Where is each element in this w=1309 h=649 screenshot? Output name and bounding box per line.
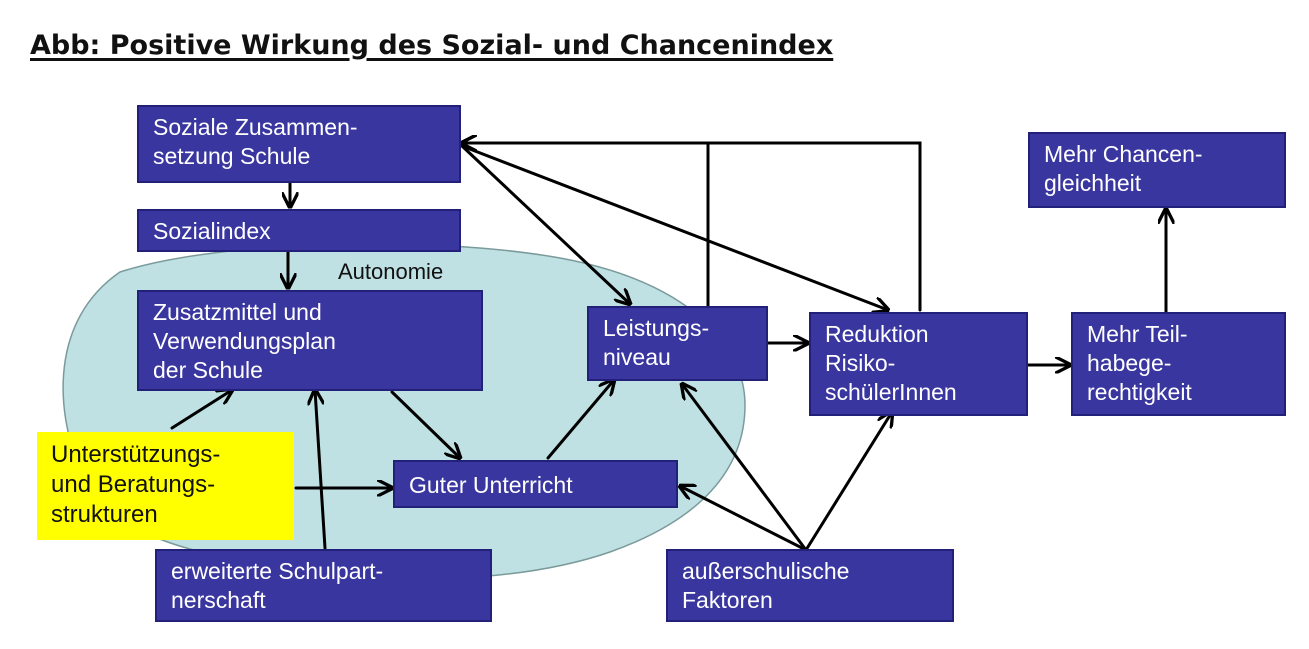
arrow-unterstuetzung-to-zusatzmittel xyxy=(170,390,232,430)
box-teilhabe: Mehr Teil- habege- rechtigkeit xyxy=(1071,312,1286,416)
box-guter-unterricht: Guter Unterricht xyxy=(393,460,678,508)
arrow-zusammensetzung-to-reduktion xyxy=(460,144,888,310)
arrow-ausserschulisch-to-unterricht xyxy=(680,486,808,552)
arrow-zusatzmittel-to-unterricht xyxy=(390,390,460,458)
box-sozialindex: Sozialindex xyxy=(137,209,461,252)
box-chancengleichheit: Mehr Chancen- gleichheit xyxy=(1028,132,1286,208)
box-schulpartnerschaft: erweiterte Schulpart- nerschaft xyxy=(155,549,492,622)
box-zusatzmittel: Zusatzmittel und Verwendungsplan der Sch… xyxy=(137,290,483,391)
diagram-title: Abb: Positive Wirkung des Sozial- und Ch… xyxy=(30,30,834,61)
arrow-unterricht-to-leistungsniveau xyxy=(546,380,614,460)
box-leistungsniveau: Leistungs- niveau xyxy=(587,306,768,381)
arrow-zusammensetzung-to-leistungsniveau xyxy=(460,144,630,304)
box-soziale-zusammensetzung: Soziale Zusammen- setzung Schule xyxy=(137,105,461,183)
arrow-reduktion-to-zusammensetzung xyxy=(462,143,922,312)
arrow-ausserschulisch-to-reduktion xyxy=(804,412,892,552)
box-ausserschulisch: außerschulische Faktoren xyxy=(666,549,954,622)
box-reduktion: Reduktion Risiko- schülerInnen xyxy=(809,312,1028,416)
autonomie-label: Autonomie xyxy=(338,259,444,284)
arrow-ausserschulisch-to-leistungsniveau xyxy=(682,384,808,552)
box-unterstuetzung: Unterstützungs- und Beratungs- strukture… xyxy=(37,432,294,540)
arrow-schulpartnerschaft-to-zusatzmittel xyxy=(315,390,327,550)
